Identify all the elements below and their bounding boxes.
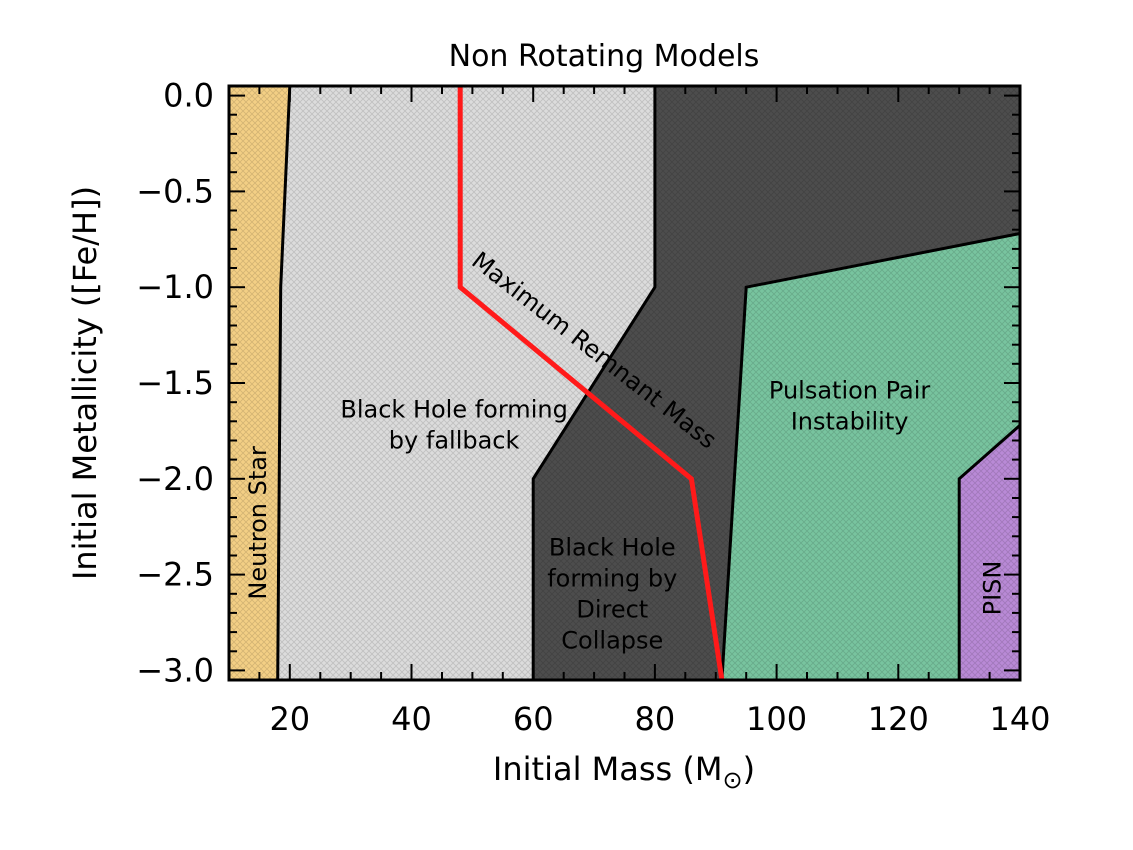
y-tick-label: 0.0 (163, 77, 214, 115)
x-axis-label-text: Initial Mass (M (493, 750, 723, 788)
y-tick-label: −2.5 (136, 556, 214, 594)
annotation-bh-direct-line-2: forming by (547, 564, 677, 592)
region-texture-black-hole-forming-by-fallback (277, 86, 655, 680)
region-boundaries (276, 86, 1020, 680)
region-texture-pisn (959, 425, 1020, 680)
y-tick-label: −0.5 (136, 172, 214, 210)
annotation-bh-fallback-line-1: Black Hole forming (340, 396, 567, 424)
annotation-ppi-line-1: Pulsation Pair (769, 377, 931, 405)
x-tick-label: 20 (269, 700, 310, 738)
x-tick-label: 40 (391, 700, 432, 738)
annotation-bh-direct-line-1: Black Hole (549, 533, 676, 561)
annotation-neutron-star: Neutron Star (244, 446, 272, 600)
y-tick-label: −3.0 (136, 651, 214, 689)
x-axis-label-close: ) (743, 750, 755, 788)
y-axis-label: Initial Metallicity ([Fe/H]) (66, 186, 104, 580)
annotation-bh-fallback-line-2: by fallback (389, 427, 520, 455)
x-tick-label: 80 (635, 700, 676, 738)
x-axis-label: Initial Mass (M⊙) (493, 750, 755, 794)
annotation-pisn: PISN (979, 561, 1007, 616)
chart-title: Non Rotating Models (449, 39, 760, 74)
annotation-ppi-line-2: Instability (791, 408, 909, 436)
x-tick-label: 60 (513, 700, 554, 738)
x-axis-label-symbol: ⊙ (722, 766, 742, 794)
y-axis: 0.0 −0.5 −1.0 −1.5 −2.0 −2.5 −3.0 (136, 77, 1020, 689)
boundary-line-1 (276, 86, 292, 680)
y-tick-label: −1.0 (136, 268, 214, 306)
annotation-bh-direct-line-4: Collapse (561, 626, 663, 654)
annotation-pisn-line-1: PISN (979, 561, 1007, 616)
boundary-line-2 (531, 86, 657, 680)
x-tick-label: 120 (868, 700, 929, 738)
series-line-maximum-remnant-mass (457, 86, 725, 680)
annotation-neutron-star-line-1: Neutron Star (244, 446, 272, 600)
series-lines (457, 86, 725, 680)
y-tick-label: −2.0 (136, 460, 214, 498)
annotation-bh-direct-line-3: Direct (576, 595, 648, 623)
x-tick-label: 100 (746, 700, 807, 738)
annotation-bh-fallback: Black Hole forming by fallback (340, 396, 567, 455)
boundary-line-4 (957, 424, 1020, 680)
boundary-line-3 (720, 232, 1020, 680)
x-axis: 20 40 60 80 100 120 140 (228, 86, 1051, 738)
region-texture-pulsation-pair-instability (721, 233, 1020, 680)
region-texture-neutron-star (229, 86, 290, 680)
x-tick-label: 140 (989, 700, 1050, 738)
y-tick-label: −1.5 (136, 364, 214, 402)
